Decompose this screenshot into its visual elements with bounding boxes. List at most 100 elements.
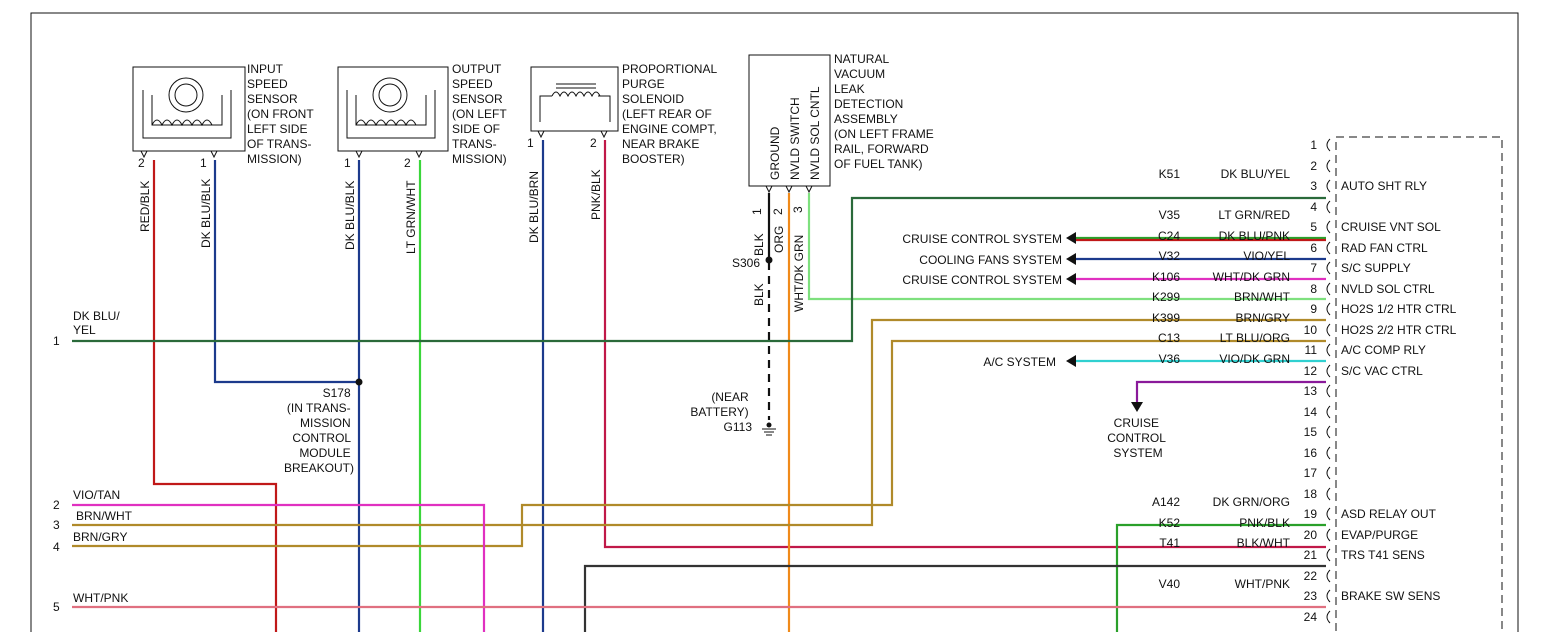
input-sensor-pin-1: 1 [200, 156, 207, 170]
pin-number: 3 [1310, 179, 1317, 193]
wire-red-blk [152, 160, 278, 632]
left-pin-color: BRN/GRY [73, 530, 127, 544]
wire-color-label: WHT/PNK [1235, 577, 1290, 591]
left-pin-color: DK BLU/ YEL [73, 309, 123, 337]
pin-function: HO2S 2/2 HTR CTRL [1341, 323, 1457, 337]
input-speed-sensor: 2 1 INPUT SPEED SENSOR (ON FRONT LEFT SI… [132, 62, 317, 170]
vwire-label: RED/BLK [138, 181, 152, 232]
pin-function: EVAP/PURGE [1341, 528, 1418, 542]
input-sensor-pin-2: 2 [138, 156, 145, 170]
left-pin-number: 1 [53, 334, 60, 348]
vwire-label: DK BLU/BLK [199, 179, 213, 248]
arrow-icon [1066, 355, 1076, 367]
pin-number: 23 [1304, 589, 1318, 603]
pin-contact-icon [1326, 528, 1331, 542]
pin-number: 14 [1304, 405, 1318, 419]
left-pin-number: 5 [53, 600, 60, 614]
output-sensor-pin-2: 2 [404, 156, 411, 170]
circuit-number: K51 [1159, 167, 1181, 181]
pin-function: HO2S 1/2 HTR CTRL [1341, 302, 1457, 316]
pin-number: 2 [1310, 159, 1317, 173]
vwire-label: DK BLU/BRN [527, 171, 541, 243]
vwire-label: WHT/DK GRN [792, 235, 806, 312]
circuit-number: C13 [1158, 331, 1180, 345]
pin-number: 7 [1310, 261, 1317, 275]
pin-number: 21 [1304, 548, 1318, 562]
vwire-label: BLK [752, 233, 766, 256]
arrow-icon [1066, 232, 1076, 244]
wire-blk-wht [583, 564, 1326, 632]
wire-dk-blu-blk-1 [213, 160, 359, 384]
pin-number: 4 [1310, 200, 1317, 214]
system-label: A/C SYSTEM [983, 355, 1056, 369]
circuit-number: V40 [1159, 577, 1181, 591]
pin-number: 17 [1304, 466, 1318, 480]
left-pin-color: VIO/TAN [73, 488, 120, 502]
circuit-number: K399 [1152, 311, 1180, 325]
purge-solenoid-pin-1: 1 [527, 136, 534, 150]
wire-wht-dk-grn [807, 193, 1326, 301]
pin-contact-icon [1326, 343, 1331, 357]
pin-number: 6 [1310, 241, 1317, 255]
pin-number: 18 [1304, 487, 1318, 501]
pin-contact-icon [1326, 548, 1331, 562]
pin-contact-icon [1326, 241, 1331, 255]
pin-contact-icon [1326, 302, 1331, 316]
input-sensor-label: INPUT SPEED SENSOR (ON FRONT LEFT SIDE O… [247, 62, 317, 166]
system-label: CRUISE CONTROL SYSTEM [902, 273, 1062, 287]
wire-color-label: DK BLU/YEL [1221, 167, 1291, 181]
pin-function: NVLD SOL CTRL [1341, 282, 1435, 296]
pin-contact-icon [1326, 282, 1331, 296]
pin-number: 10 [1304, 323, 1318, 337]
nvld-switch-label: NVLD SWITCH [788, 97, 802, 180]
left-pin-number: 3 [53, 518, 60, 532]
pin-function: A/C COMP RLY [1341, 343, 1426, 357]
vwire-label: PNK/BLK [589, 169, 603, 220]
nvld-pin-1: 1 [750, 208, 764, 215]
purge-solenoid: 1 2 PROPORTIONAL PURGE SOLENOID (LEFT RE… [527, 62, 720, 166]
pin-contact-icon [1326, 487, 1331, 501]
pin-contact-icon [1326, 507, 1331, 521]
pin-contact-icon [1326, 384, 1331, 398]
pin-number: 24 [1304, 610, 1318, 624]
pin-contact-icon [1326, 446, 1331, 460]
pin-function: CRUISE VNT SOL [1341, 220, 1441, 234]
purge-solenoid-label: PROPORTIONAL PURGE SOLENOID (LEFT REAR O… [622, 62, 720, 166]
pin-function: ASD RELAY OUT [1341, 507, 1437, 521]
wire-brn-gry [72, 339, 1326, 548]
s178-label: S178 (IN TRANS- MISSION CONTROL MODULE B… [284, 386, 354, 475]
circuit-number: K299 [1152, 290, 1180, 304]
pin-number: 1 [1310, 138, 1317, 152]
nvld-sol-cntl-label: NVLD SOL CNTL [808, 86, 822, 180]
pin-contact-icon [1326, 466, 1331, 480]
pin-contact-icon [1326, 220, 1331, 234]
nvld-ground-label: GROUND [768, 126, 782, 180]
wire-color-label: VIO/YEL [1243, 249, 1290, 263]
output-sensor-label: OUTPUT SPEED SENSOR (ON LEFT SIDE OF TRA… [452, 62, 510, 166]
pin-number: 19 [1304, 507, 1318, 521]
output-sensor-pin-1: 1 [344, 156, 351, 170]
nvld-pin-2: 2 [771, 208, 785, 215]
wire-color-label: LT GRN/RED [1218, 208, 1290, 222]
splice-s178-dot [355, 378, 363, 386]
s306-label: S306 [732, 256, 760, 270]
pin-contact-icon [1326, 364, 1331, 378]
wire-color-label: LT BLU/ORG [1220, 331, 1290, 345]
pin-contact-icon [1326, 200, 1331, 214]
page-frame [30, 12, 1519, 632]
pin-function: RAD FAN CTRL [1341, 241, 1428, 255]
left-pin-number: 4 [53, 540, 60, 554]
wire-color-label: BRN/GRY [1236, 311, 1290, 325]
pin-contact-icon [1326, 589, 1331, 603]
circuit-number: K106 [1152, 270, 1180, 284]
nvld-pin-3: 3 [791, 206, 805, 213]
pin-number: 13 [1304, 384, 1318, 398]
wires [72, 140, 1326, 632]
system-label: CRUISE CONTROL SYSTEM [902, 232, 1062, 246]
left-pin-color: WHT/PNK [73, 591, 128, 605]
pin-number: 20 [1304, 528, 1318, 542]
circuit-number: T41 [1159, 536, 1180, 550]
pin-number: 15 [1304, 425, 1318, 439]
vertical-wire-labels: RED/BLK DK BLU/BLK DK BLU/BLK LT GRN/WHT… [138, 169, 806, 312]
